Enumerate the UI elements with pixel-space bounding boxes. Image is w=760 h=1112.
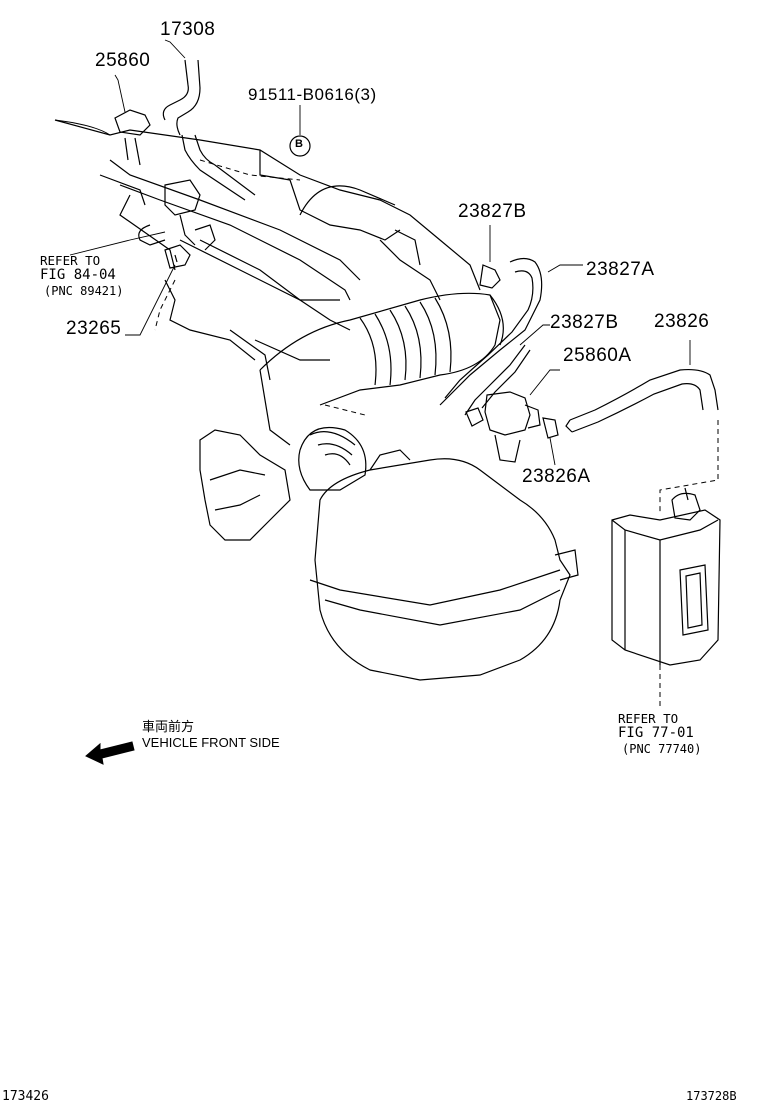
refer-right-line1: REFER TO	[618, 711, 679, 726]
label-23265: 23265	[66, 318, 122, 339]
vehicle-front-arrow-icon	[85, 741, 135, 765]
direction-japanese: 車両前方	[142, 719, 195, 734]
refer-right-line2: FIG 77-01	[618, 725, 694, 741]
upper-hoses	[114, 59, 256, 201]
label-25860: 25860	[95, 50, 151, 71]
circle-b-label: B	[295, 138, 303, 150]
label-23827A: 23827A	[586, 259, 655, 280]
refer-left-line1: REFER TO	[40, 253, 101, 268]
footer-right-id: 173728B	[686, 1089, 737, 1103]
refer-right-line3: (PNC 77740)	[622, 742, 702, 756]
label-17308: 17308	[160, 19, 216, 40]
direction-english: VEHICLE FRONT SIDE	[142, 735, 280, 750]
label-23827B-top: 23827B	[458, 201, 527, 222]
label-25860A: 25860A	[563, 345, 632, 366]
refer-left-line3: (PNC 89421)	[44, 284, 124, 298]
refer-left-line2: FIG 84-04	[40, 267, 116, 283]
hose-23827	[439, 257, 543, 427]
air-cleaner-box	[309, 449, 579, 681]
intake-duct	[259, 292, 504, 491]
leader-lines	[54, 39, 691, 466]
label-23827B-mid: 23827B	[550, 312, 619, 333]
label-23826A: 23826A	[522, 466, 591, 487]
charcoal-canister	[611, 487, 721, 710]
label-23826: 23826	[654, 311, 710, 332]
filter-bracket	[199, 429, 291, 541]
footer-left-id: 173426	[2, 1089, 49, 1104]
label-91511-B0616: 91511-B0616(3)	[248, 85, 377, 104]
engine-block	[54, 119, 481, 381]
hose-23826	[565, 368, 719, 515]
vsv-25860A	[484, 391, 559, 463]
vsv-assembly-left	[138, 179, 216, 269]
circle-b-marker	[289, 135, 311, 157]
